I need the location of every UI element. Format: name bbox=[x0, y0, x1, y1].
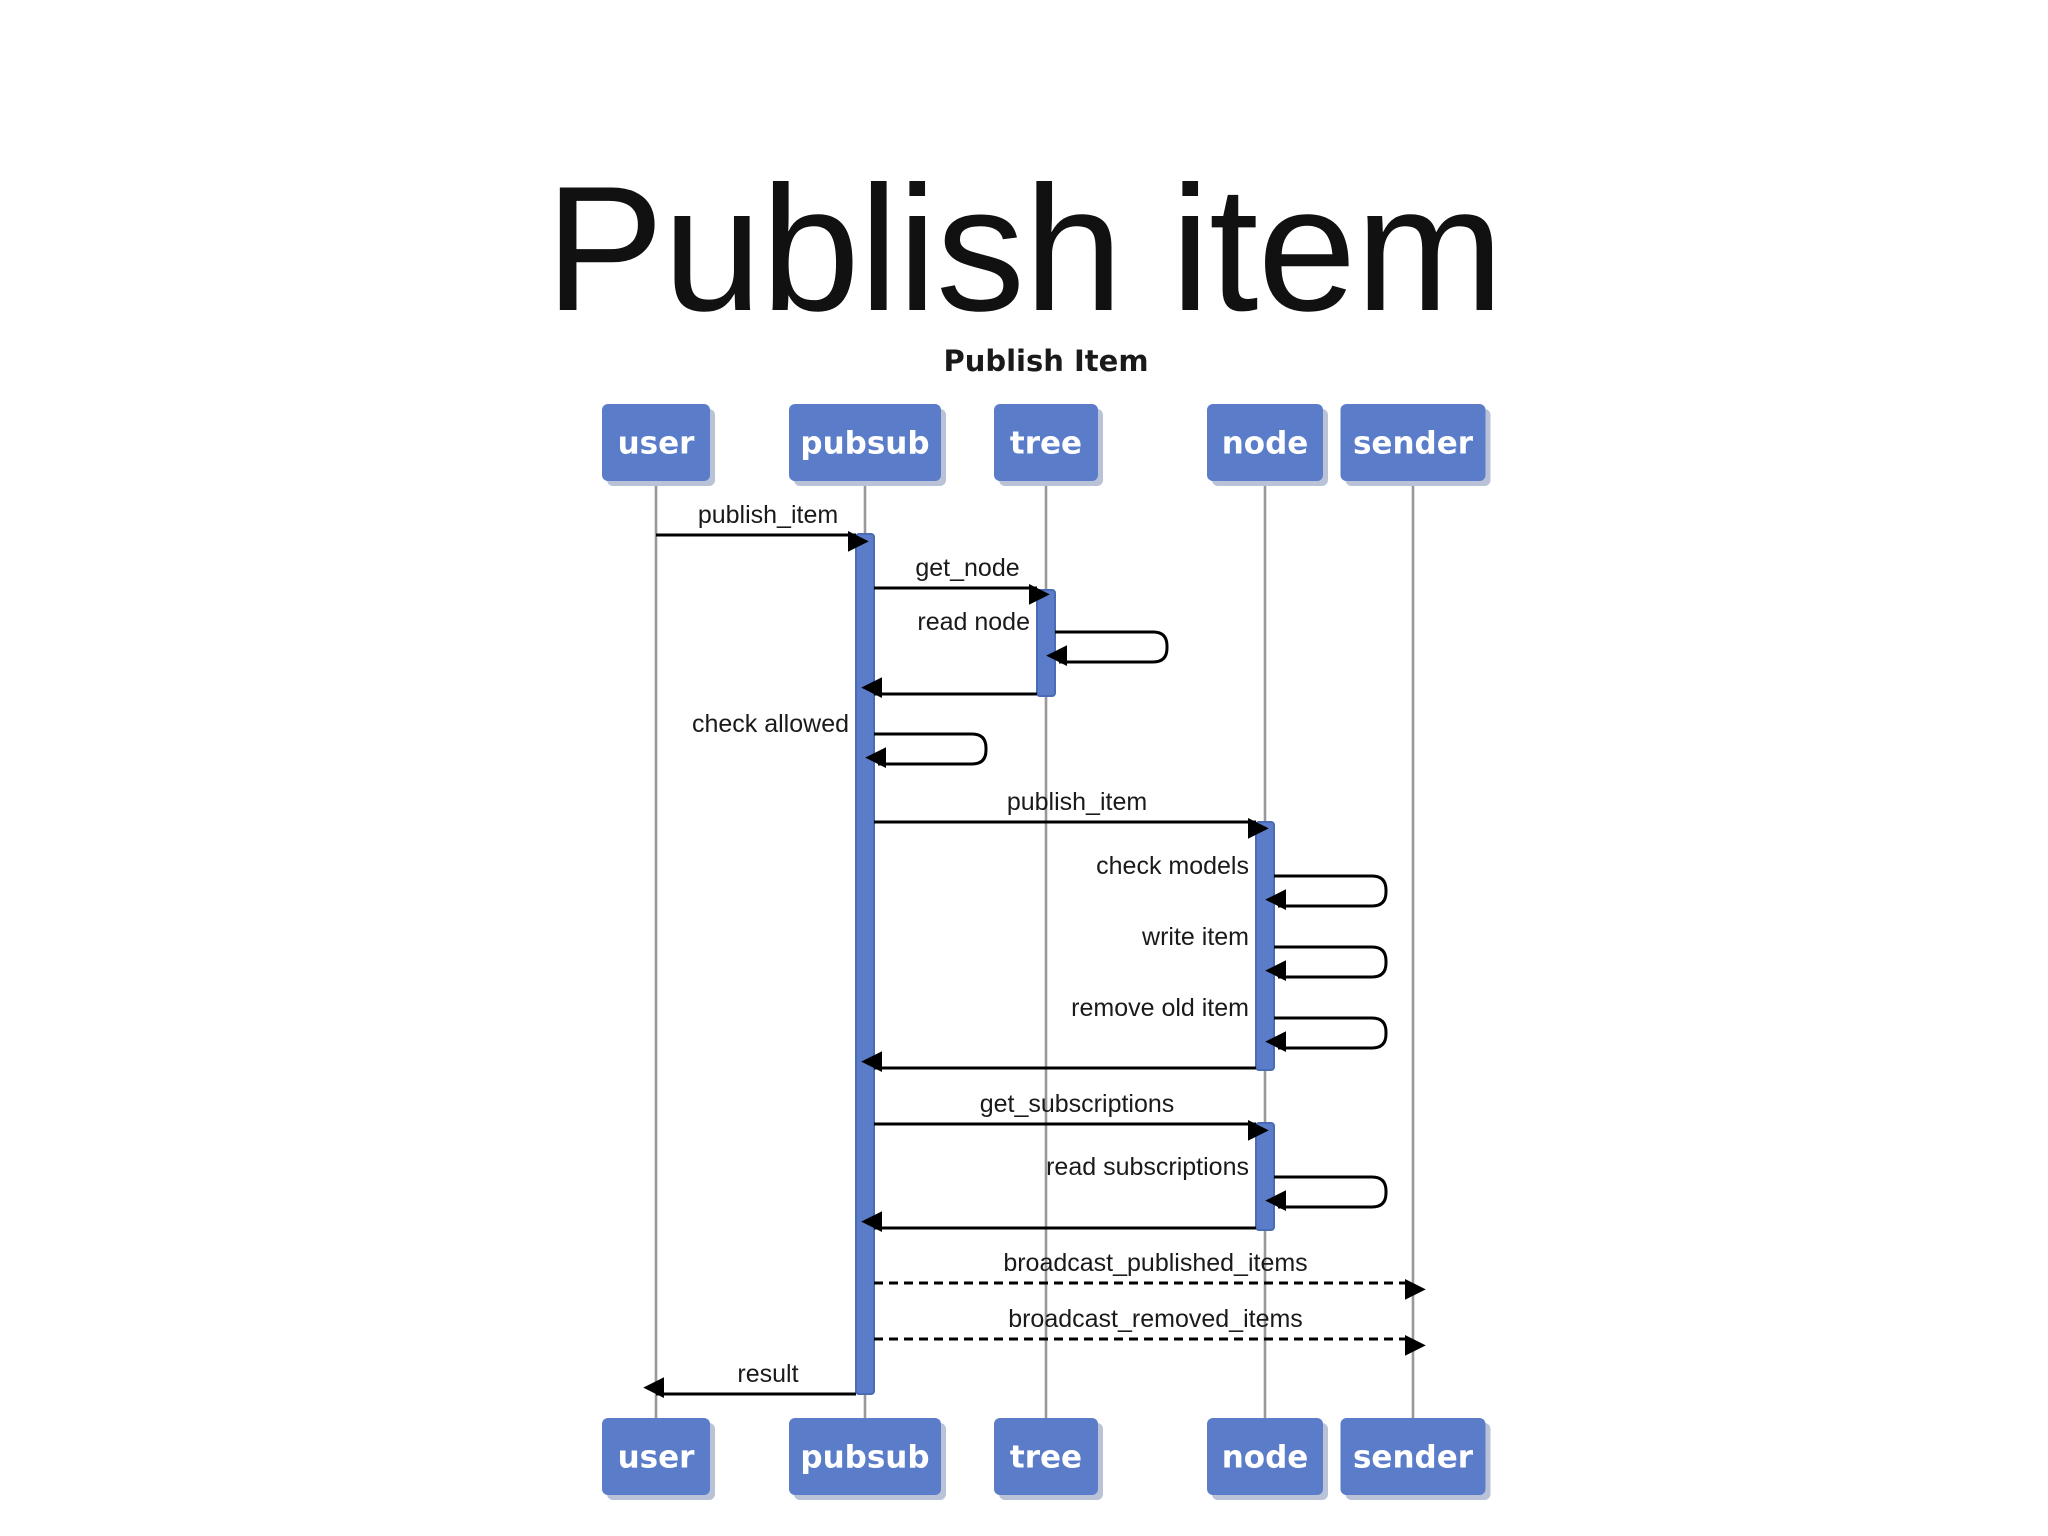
actor-pubsub-top: pubsub bbox=[789, 404, 946, 486]
message-label: get_node bbox=[915, 554, 1019, 582]
actor-box bbox=[994, 404, 1098, 481]
actor-sender-top: sender bbox=[1340, 404, 1491, 486]
actor-user-bottom: user bbox=[602, 1418, 715, 1500]
activation-pubsub-0 bbox=[855, 533, 875, 1395]
message-broadcast-removed-items-14: broadcast_removed_items bbox=[874, 1305, 1426, 1356]
actor-box bbox=[1340, 1418, 1486, 1495]
actor-box bbox=[1207, 404, 1323, 481]
self-call-arrow bbox=[1265, 874, 1388, 910]
message-label: check allowed bbox=[692, 710, 849, 738]
message-label: read node bbox=[917, 608, 1030, 636]
message-publish-item-0: publish_item bbox=[656, 501, 869, 552]
message-write-item-7: write item bbox=[1141, 923, 1388, 981]
actor-pubsub-bottom: pubsub bbox=[789, 1418, 946, 1500]
activation-node-3 bbox=[1255, 1122, 1275, 1231]
self-call-arrow bbox=[865, 732, 988, 768]
actor-node-bottom: node bbox=[1207, 1418, 1328, 1500]
actor-label: sender bbox=[1353, 1440, 1474, 1476]
message-label: result bbox=[737, 1360, 798, 1388]
actor-tree-top: tree bbox=[994, 404, 1103, 486]
message-label: publish_item bbox=[698, 501, 838, 529]
actor-box bbox=[1207, 1418, 1323, 1495]
message-get-subscriptions-10: get_subscriptions bbox=[874, 1090, 1269, 1141]
message-check-allowed-4: check allowed bbox=[692, 710, 988, 768]
slide-title: Publish item bbox=[545, 149, 1504, 348]
message-get-node-1: get_node bbox=[874, 554, 1050, 605]
diagram-title: Publish Item bbox=[943, 344, 1148, 378]
message-remove-old-item-8: remove old item bbox=[1071, 994, 1388, 1052]
message-broadcast-published-items-13: broadcast_published_items bbox=[874, 1249, 1426, 1300]
actor-label: node bbox=[1222, 426, 1309, 462]
self-call-arrow bbox=[1265, 945, 1388, 981]
message-label: check models bbox=[1096, 852, 1249, 880]
actor-label: node bbox=[1222, 1440, 1309, 1476]
message-check-models-6: check models bbox=[1096, 852, 1388, 910]
message-label: broadcast_removed_items bbox=[1008, 1305, 1303, 1333]
actor-user-top: user bbox=[602, 404, 715, 486]
actor-node-top: node bbox=[1207, 404, 1328, 486]
message-label: remove old item bbox=[1071, 994, 1249, 1022]
message-read-subscriptions-11: read subscriptions bbox=[1046, 1153, 1388, 1211]
actor-box bbox=[789, 404, 941, 481]
message-label: get_subscriptions bbox=[980, 1090, 1175, 1118]
actor-label: tree bbox=[1010, 426, 1082, 462]
actor-label: tree bbox=[1010, 1440, 1082, 1476]
actor-box bbox=[994, 1418, 1098, 1495]
actor-label: user bbox=[618, 1440, 696, 1476]
actor-box bbox=[602, 404, 710, 481]
actor-label: sender bbox=[1353, 426, 1474, 462]
actor-box bbox=[602, 1418, 710, 1495]
actor-label: user bbox=[618, 426, 696, 462]
message-label: read subscriptions bbox=[1046, 1153, 1249, 1181]
message-label: publish_item bbox=[1007, 788, 1147, 816]
actor-sender-bottom: sender bbox=[1340, 1418, 1491, 1500]
actor-box bbox=[789, 1418, 941, 1495]
activation-tree-1 bbox=[1036, 589, 1056, 697]
activation-node-2 bbox=[1255, 821, 1275, 1071]
message-label: write item bbox=[1141, 923, 1249, 951]
message-label: broadcast_published_items bbox=[1003, 1249, 1307, 1277]
actor-box bbox=[1340, 404, 1486, 481]
actor-tree-bottom: tree bbox=[994, 1418, 1103, 1500]
self-call-arrow bbox=[1265, 1175, 1388, 1211]
actor-label: pubsub bbox=[800, 426, 929, 462]
actor-label: pubsub bbox=[800, 1440, 929, 1476]
message-publish-item-5: publish_item bbox=[874, 788, 1269, 839]
self-call-arrow bbox=[1046, 630, 1169, 666]
message-read-node-2: read node bbox=[917, 608, 1169, 666]
message-result-15: result bbox=[643, 1360, 856, 1398]
self-call-arrow bbox=[1265, 1016, 1388, 1052]
